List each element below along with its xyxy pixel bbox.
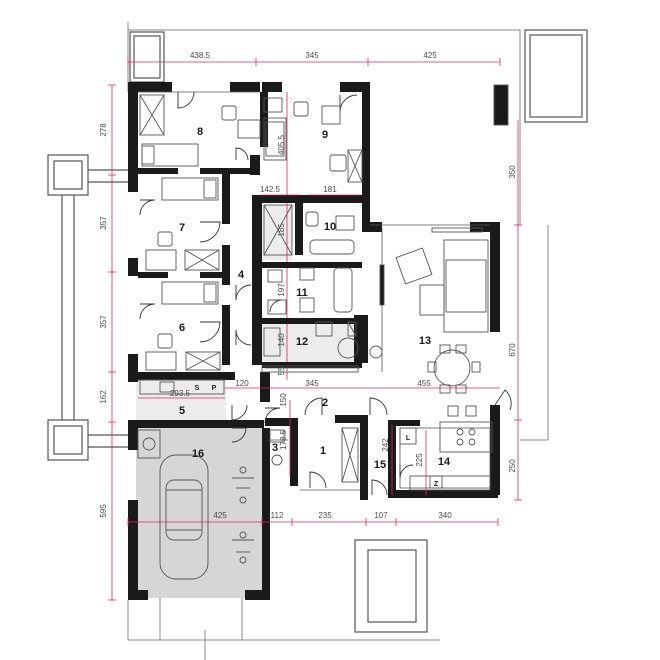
dim-455: 455 [417, 379, 431, 388]
dim-197: 197 [277, 283, 286, 297]
fixture-s-label: S [195, 385, 200, 392]
room-12-label[interactable]: 12 [296, 336, 308, 348]
dim-225: 225 [415, 453, 424, 467]
room-8-label[interactable]: 8 [197, 126, 203, 138]
dim-142-5: 142.5 [260, 185, 281, 194]
room-7-label[interactable]: 7 [179, 222, 185, 234]
dim-left-2: 357 [99, 216, 108, 230]
room-2-label[interactable]: 2 [322, 397, 328, 409]
room-5-label[interactable]: 5 [179, 405, 185, 417]
dim-150: 150 [279, 393, 288, 407]
room-9-label[interactable]: 9 [322, 129, 328, 141]
dim-right-1: 350 [508, 165, 517, 179]
dimension-texts: 438.5 345 425 278 357 357 162 595 350 67… [99, 51, 517, 520]
dim-bottom-3: 235 [318, 511, 332, 520]
room-15-label[interactable]: 15 [374, 459, 386, 471]
dim-left-4: 162 [99, 390, 108, 404]
dim-55: 55 [277, 366, 286, 375]
dim-bottom-2: 112 [271, 511, 284, 520]
room-numbers: 8 9 7 10 4 11 6 12 13 5 2 3 1 15 14 16 [179, 126, 451, 471]
dim-left-1: 278 [99, 123, 108, 137]
fixture-z-label: Z [434, 481, 439, 488]
room-10-label[interactable]: 10 [324, 221, 336, 233]
room-3-label[interactable]: 3 [272, 442, 278, 454]
dim-242: 242 [381, 438, 390, 452]
fixture-letters: S P L Z [195, 385, 439, 488]
doors[interactable] [139, 91, 512, 496]
dim-185: 185 [277, 223, 286, 237]
room-6-label[interactable]: 6 [179, 322, 185, 334]
dim-top-3: 425 [423, 51, 437, 60]
dim-178-5: 178.5 [279, 429, 288, 450]
fixture-l-label: L [406, 435, 411, 442]
dim-bottom-1: 425 [213, 511, 227, 520]
dim-120: 120 [235, 379, 249, 388]
planter-boxes [129, 29, 588, 633]
room-16-label[interactable]: 16 [192, 448, 204, 460]
dim-405-5: 405.5 [277, 134, 286, 155]
dim-181: 181 [323, 185, 337, 194]
dim-345: 345 [305, 379, 319, 388]
room-13-label[interactable]: 13 [419, 335, 431, 347]
furniture [137, 84, 509, 580]
dimension-lines [108, 58, 522, 601]
dim-293-5: 293.5 [170, 389, 191, 398]
room-4-label[interactable]: 4 [238, 269, 245, 281]
dim-right-2: 670 [508, 343, 517, 357]
pergola-posts [47, 154, 128, 461]
dim-left-5: 595 [99, 504, 108, 518]
dim-left-3: 357 [99, 315, 108, 329]
dim-right-3: 250 [508, 459, 517, 473]
dim-top-1: 438.5 [190, 51, 211, 60]
room-1-label[interactable]: 1 [320, 445, 326, 457]
fixture-p-label: P [212, 385, 217, 392]
room-14-label[interactable]: 14 [438, 456, 451, 468]
dim-bottom-5: 340 [438, 511, 452, 520]
room-11-label[interactable]: 11 [296, 287, 308, 299]
dim-bottom-4: 107 [374, 511, 388, 520]
dim-140: 140 [277, 333, 286, 347]
dim-top-2: 345 [305, 51, 319, 60]
